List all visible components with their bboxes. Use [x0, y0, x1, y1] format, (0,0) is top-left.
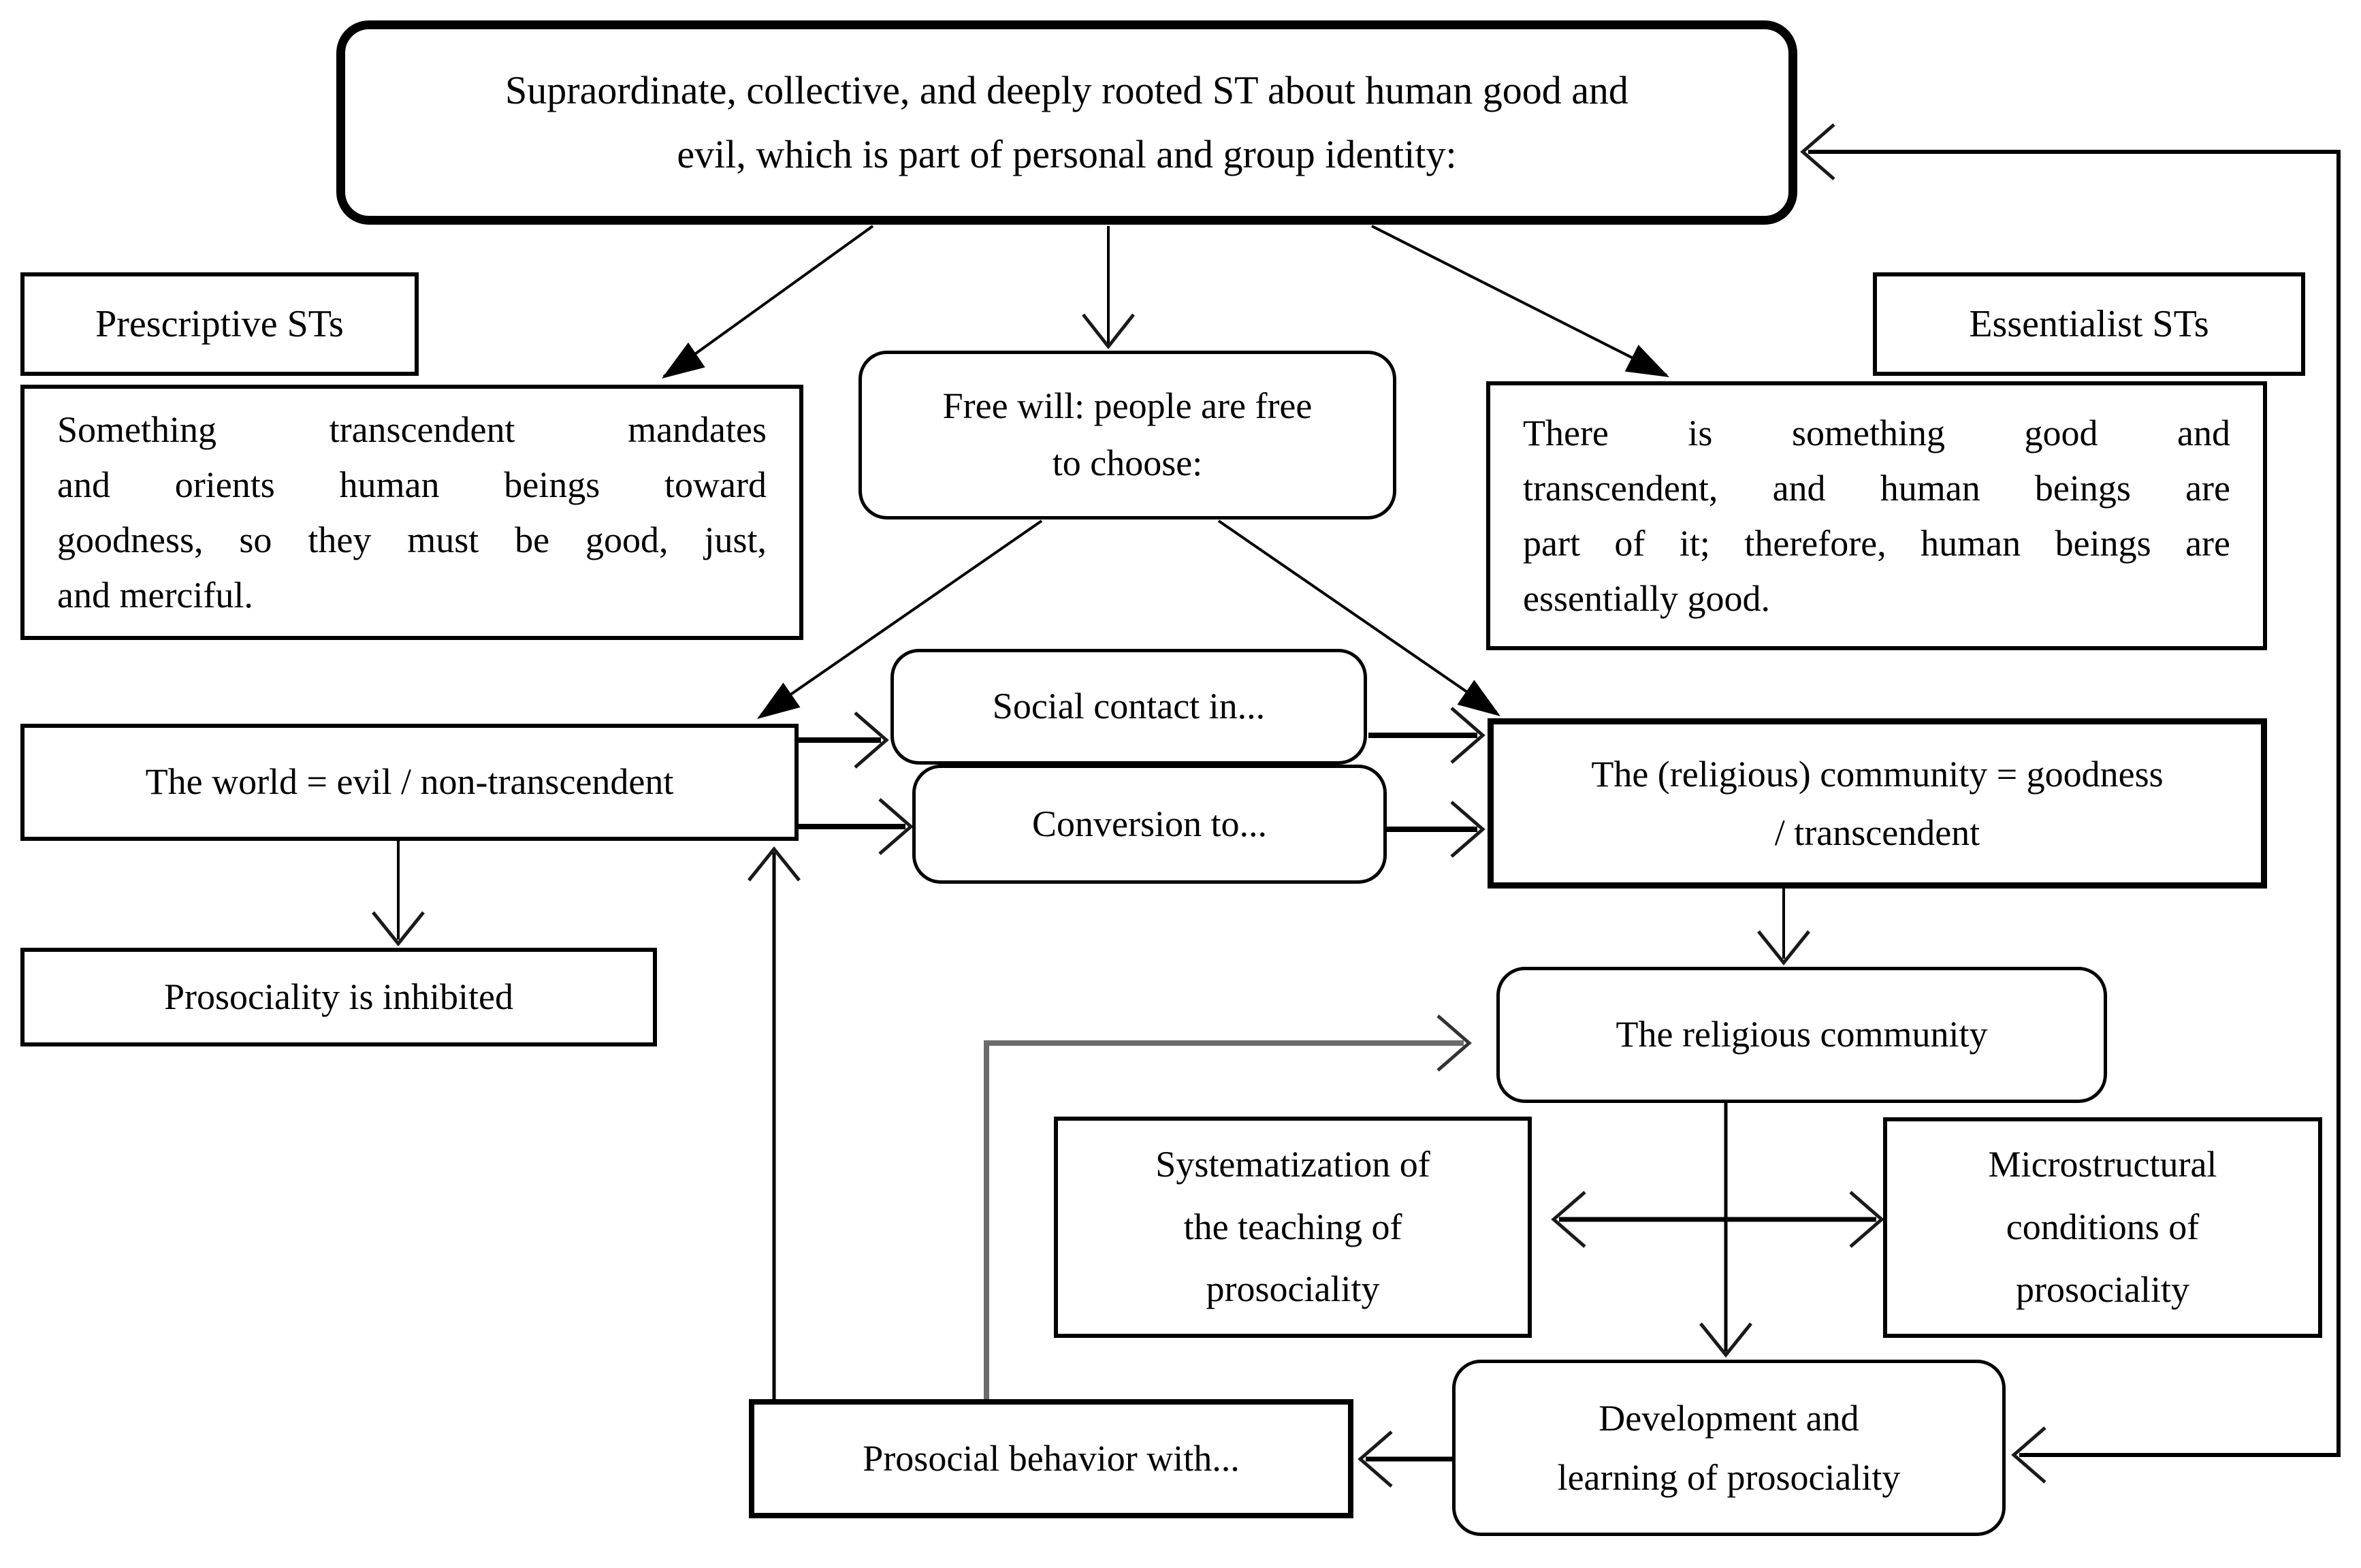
- node-prescriptive-description: Something transcendent mandates and orie…: [20, 385, 803, 640]
- arrow-prosocial-behavior-to-religious-community: [984, 1014, 1472, 1399]
- essentialist-desc-line: transcendent, and human beings are: [1523, 467, 2230, 509]
- free-will-line: Free will: people are free: [942, 385, 1313, 427]
- essentialist-desc-line: essentially good.: [1523, 577, 1770, 619]
- arrow-supraordinate-to-essentialist: [1371, 225, 1669, 377]
- community-goodness-line: The (religious) community = goodness: [1591, 753, 2164, 795]
- prescriptive-desc-line: Something transcendent mandates: [57, 409, 767, 450]
- node-development-learning: Development and learning of prosociality: [1452, 1360, 2006, 1536]
- node-social-contact-text: Social contact in...: [992, 686, 1266, 727]
- node-supraordinate-line1: Supraordinate, collective, and deeply ro…: [505, 68, 1628, 113]
- node-prosociality-inhibited: Prosociality is inhibited: [20, 948, 657, 1046]
- arrow-social-contact-to-community: [1368, 707, 1485, 764]
- arrow-free-will-to-world: [757, 519, 1043, 719]
- arrow-community-to-religious-community: [1757, 889, 1810, 965]
- node-religious-community-goodness: The (religious) community = goodness / t…: [1488, 718, 2267, 889]
- node-microstructural-conditions: Microstructural conditions of prosociali…: [1883, 1117, 2322, 1338]
- node-the-religious-community-text: The religious community: [1616, 1014, 1988, 1055]
- systematization-line: prosociality: [1206, 1268, 1380, 1310]
- node-essentialist-description: There is something good and transcendent…: [1486, 381, 2267, 650]
- systematization-line: the teaching of: [1183, 1206, 1402, 1247]
- node-the-world: The world = evil / non-transcendent: [20, 724, 799, 841]
- development-line: learning of prosociality: [1557, 1456, 1901, 1498]
- node-prosocial-behavior-text: Prosocial behavior with...: [863, 1437, 1240, 1479]
- arrow-world-to-social-contact: [799, 711, 889, 769]
- node-prosocial-behavior: Prosocial behavior with...: [749, 1399, 1353, 1518]
- node-the-religious-community: The religious community: [1496, 967, 2107, 1103]
- node-conversion: Conversion to...: [912, 765, 1387, 884]
- prescriptive-desc-line: goodness, so they must be good, just,: [57, 519, 767, 560]
- microstructural-line: Microstructural: [1988, 1144, 2217, 1185]
- arrow-free-will-to-community: [1217, 519, 1500, 716]
- microstructural-line: prosociality: [2016, 1268, 2189, 1310]
- node-prosociality-inhibited-text: Prosociality is inhibited: [164, 976, 513, 1017]
- systematization-line: Systematization of: [1155, 1143, 1430, 1185]
- arrow-systematization-microstructural: [1551, 1191, 1884, 1248]
- arrow-supraordinate-to-free-will: [1082, 226, 1135, 350]
- arrow-world-to-prosociality-inhibited: [372, 841, 425, 946]
- arrow-religious-community-to-development: [1699, 1103, 1752, 1358]
- node-supraordinate-line2: evil, which is part of personal and grou…: [677, 132, 1457, 176]
- prescriptive-desc-line: and orients human beings toward: [57, 464, 767, 505]
- node-the-world-text: The world = evil / non-transcendent: [145, 761, 674, 803]
- essentialist-desc-line: There is something good and: [1523, 412, 2230, 453]
- development-line: Development and: [1599, 1398, 1859, 1439]
- arrow-development-to-prosocial-behavior: [1358, 1430, 1452, 1488]
- node-supraordinate-st: Supraordinate, collective, and deeply ro…: [336, 20, 1797, 225]
- node-essentialist-label-text: Essentialist STs: [1969, 302, 2209, 345]
- feedback-loop-right: [1800, 123, 2341, 1484]
- arrow-prosocial-behavior-to-world: [748, 846, 801, 1399]
- arrow-world-to-conversion: [799, 798, 914, 855]
- community-goodness-line: / transcendent: [1774, 812, 1980, 853]
- essentialist-desc-line: part of it; therefore, human beings are: [1523, 522, 2230, 564]
- node-systematization-teaching: Systematization of the teaching of proso…: [1054, 1117, 1532, 1338]
- node-prescriptive-sts-label: Prescriptive STs: [20, 272, 419, 376]
- node-essentialist-sts-label: Essentialist STs: [1873, 272, 2305, 376]
- node-conversion-text: Conversion to...: [1032, 803, 1267, 844]
- prescriptive-desc-line: and merciful.: [57, 574, 253, 615]
- arrow-conversion-to-community: [1387, 801, 1485, 858]
- free-will-line: to choose:: [1052, 443, 1203, 483]
- microstructural-line: conditions of: [2006, 1206, 2200, 1248]
- arrow-supraordinate-to-prescriptive: [662, 225, 874, 379]
- node-free-will: Free will: people are free to choose:: [858, 351, 1396, 519]
- node-prescriptive-label-text: Prescriptive STs: [95, 302, 344, 345]
- node-social-contact: Social contact in...: [890, 649, 1367, 765]
